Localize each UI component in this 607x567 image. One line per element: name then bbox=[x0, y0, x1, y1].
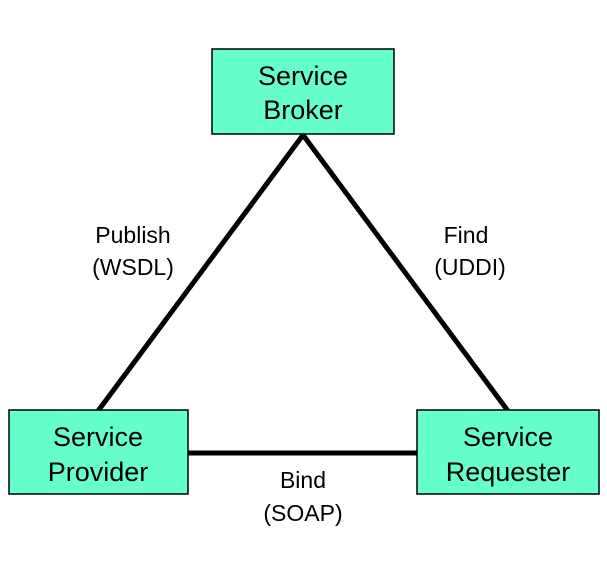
find-edge bbox=[300, 133, 511, 413]
service-provider-label-line2: Provider bbox=[48, 457, 149, 487]
service-provider-node: Service Provider bbox=[8, 409, 189, 495]
service-broker-label-line2: Broker bbox=[263, 95, 343, 125]
find-label-line1: Find bbox=[444, 222, 489, 248]
publish-edge bbox=[95, 133, 306, 413]
service-broker-box bbox=[211, 48, 395, 135]
bind-label-line1: Bind bbox=[280, 467, 326, 493]
publish-label: Publish (WSDL) bbox=[92, 222, 174, 280]
service-broker-label-line1: Service bbox=[258, 61, 348, 91]
service-broker-node: Service Broker bbox=[211, 48, 395, 135]
service-requester-label-line1: Service bbox=[463, 422, 553, 452]
service-requester-box bbox=[416, 409, 600, 495]
service-requester-label-line2: Requester bbox=[446, 457, 571, 487]
service-provider-label-line1: Service bbox=[53, 422, 143, 452]
find-label-line2: (UDDI) bbox=[434, 254, 506, 280]
publish-label-line1: Publish bbox=[95, 222, 170, 248]
publish-label-line2: (WSDL) bbox=[92, 254, 174, 280]
service-requester-node: Service Requester bbox=[416, 409, 600, 495]
bind-label: Bind (SOAP) bbox=[263, 467, 342, 526]
service-provider-box bbox=[8, 409, 189, 495]
bind-label-line2: (SOAP) bbox=[263, 500, 342, 526]
find-label: Find (UDDI) bbox=[434, 222, 506, 280]
